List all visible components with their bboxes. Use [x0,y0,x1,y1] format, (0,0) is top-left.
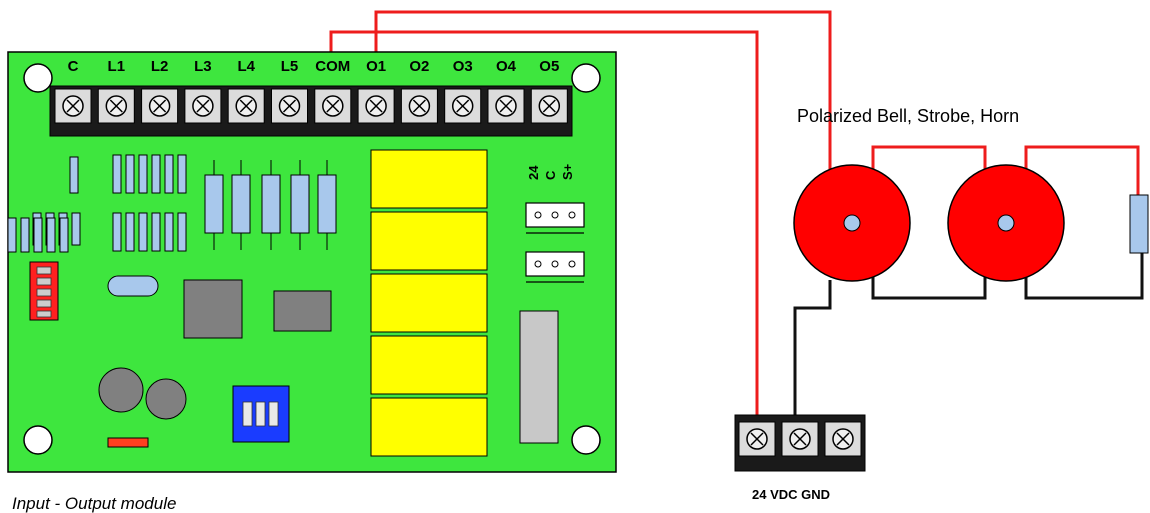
terminal-label: COM [315,58,350,75]
resistor-array-middle [112,154,187,252]
devices-title: Polarized Bell, Strobe, Horn [797,106,1019,126]
relay-1 [370,149,488,209]
terminal-label: O3 [453,58,473,75]
axial-resistors [204,160,337,250]
power-terminal-screw [738,421,776,457]
end-of-line-resistor [1129,194,1149,254]
mount-hole-top-right [571,63,601,93]
terminal-screw [184,88,222,124]
power-terminal-screw [824,421,862,457]
terminal-screw [271,88,308,124]
device-wires-red [871,145,1140,195]
terminal-label: O1 [366,58,386,75]
terminal-label: L2 [151,58,169,75]
chip-large [183,279,243,339]
chip-medium [273,290,332,332]
module-caption: Input - Output module [12,494,176,513]
io-module-board: C L1 L2 L3 L4 L5 COM O1 O2 O3 O4 O5 [7,51,617,473]
terminal-label: O5 [539,58,559,75]
terminal-block [49,85,573,137]
terminal-screw [357,88,395,124]
device-wires-black [793,253,1144,430]
terminal-screw [141,88,179,124]
terminal-screw [54,88,92,124]
capacitor-1 [98,367,144,413]
terminal-screw [314,88,352,124]
power-label: 24 VDC GND [752,487,830,502]
terminal-label: O4 [496,58,517,75]
mount-hole-top-left [23,63,53,93]
power-terminals [738,421,862,457]
relays [370,149,488,457]
relay-2 [370,211,488,271]
terminal-label: L1 [108,58,126,75]
terminal-label: L5 [281,58,299,75]
terminal-label: C [68,58,79,75]
terminal-screw [227,88,265,124]
crystal [107,275,159,297]
dip-switch-blue [232,385,290,443]
power-terminal-block [734,414,866,472]
terminal-label: L4 [237,58,255,75]
connector-label: 24 C S+ [526,163,575,180]
three-pin-connector-top [525,202,585,234]
terminal-label: L3 [194,58,212,75]
connector-label-s-plus: S+ [560,163,575,180]
relay-5 [370,397,488,457]
dip-switch-red [29,261,59,321]
mount-hole-bottom-left [23,425,53,455]
three-pin-connector-bottom [525,251,585,283]
board-terminals [54,88,568,124]
device-1 [793,164,911,282]
connector-label-24: 24 [526,165,541,180]
mount-hole-bottom-right [571,425,601,455]
relay-3 [370,273,488,333]
terminal-screw [530,88,568,124]
device-2 [947,164,1065,282]
power-terminal-screw [781,421,819,457]
led [107,437,149,448]
terminal-screw [400,88,438,124]
relay-socket [519,310,559,444]
terminal-screw [487,88,525,124]
connector-label-c: C [543,170,558,180]
relay-4 [370,335,488,395]
resistor-array-left [7,156,81,253]
board-terminal-labels: C L1 L2 L3 L4 L5 COM O1 O2 O3 O4 O5 [68,58,560,75]
terminal-screw [97,88,135,124]
terminal-screw [444,88,482,124]
capacitor-2 [145,378,187,420]
terminal-label: O2 [409,58,429,75]
